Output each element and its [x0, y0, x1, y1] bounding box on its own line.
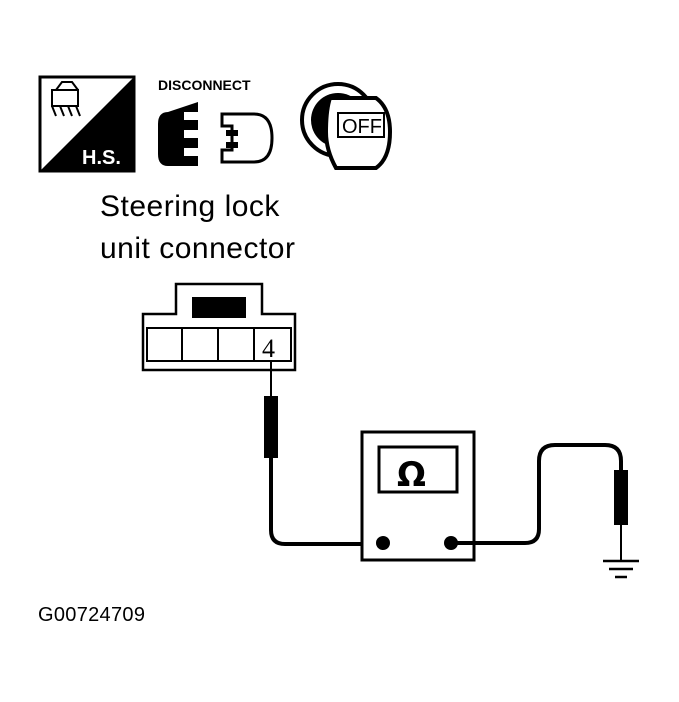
disconnect-icon: DISCONNECT: [158, 77, 274, 166]
hs-icon: H.S.: [38, 75, 136, 173]
connector-title-line2: unit connector: [100, 232, 296, 265]
connector-title-line1: Steering lock: [100, 190, 280, 223]
steering-lock-connector: 4: [141, 282, 297, 372]
terminal-4-label: 4: [262, 334, 275, 363]
disconnect-label: DISCONNECT: [158, 77, 251, 93]
probe-lead-right: [451, 443, 628, 560]
meter-terminal-left: [376, 536, 390, 550]
ground-icon: [603, 559, 639, 579]
hs-label: H.S.: [82, 147, 121, 169]
probe-lead-left: [264, 362, 383, 546]
ignition-off-icon: OFF: [300, 82, 393, 170]
ohm-symbol: Ω: [397, 455, 426, 495]
figure-code: G00724709: [38, 604, 146, 626]
ignition-off-label: OFF: [342, 116, 382, 138]
ohmmeter: Ω: [360, 430, 476, 562]
